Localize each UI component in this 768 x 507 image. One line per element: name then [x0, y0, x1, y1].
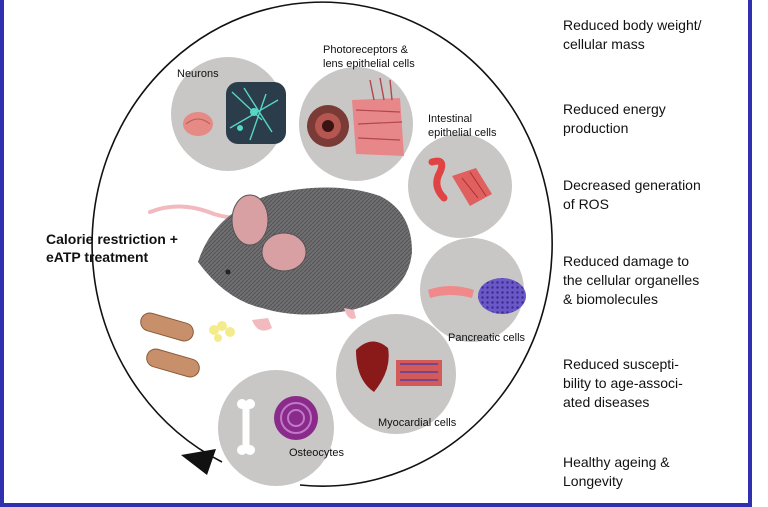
osteocytes-illustration [218, 370, 334, 486]
outcome-line: Decreased generation [563, 177, 701, 193]
treatment-label-line2: eATP treatment [46, 249, 149, 265]
outcome-line: Healthy ageing & [563, 454, 670, 470]
outcome-item: Healthy ageing & Longevity [563, 453, 743, 491]
outcome-line: production [563, 120, 629, 136]
frame-left-border [0, 0, 4, 507]
treatment-label-line1: Calorie restriction + [46, 231, 178, 247]
intestinal-label-line2: epithelial cells [428, 127, 497, 139]
frame-right-border [748, 0, 752, 507]
outcome-item: Decreased generation of ROS [563, 176, 743, 214]
food-illustration [140, 312, 235, 378]
outcome-line: bility to age-associ- [563, 375, 683, 391]
neurons-illustration [171, 57, 286, 171]
osteocytes-label: Osteocytes [289, 447, 345, 459]
outcome-item: Reduced energy production [563, 100, 743, 138]
photoreceptors-illustration [299, 67, 413, 181]
outcome-item: Reduced suscepti- bility to age-associ- … [563, 355, 743, 412]
outcome-line: Reduced body weight/ [563, 17, 702, 33]
intestinal-illustration [408, 134, 512, 238]
outcome-line: & biomolecules [563, 291, 658, 307]
photoreceptors-label-line2: lens epithelial cells [323, 58, 415, 70]
treatment-label: Calorie restriction + eATP treatment [46, 230, 178, 266]
myocardial-label: Myocardial cells [378, 417, 457, 429]
outcome-line: ated diseases [563, 394, 650, 410]
outcome-line: Reduced suscepti- [563, 356, 679, 372]
frame-bottom-border [0, 503, 752, 507]
outcome-item: Reduced damage to the cellular organelle… [563, 252, 743, 309]
outcome-line: Longevity [563, 473, 623, 489]
outcome-line: the cellular organelles [563, 272, 700, 288]
pancreatic-illustration [420, 238, 526, 342]
myocardial-illustration [336, 314, 456, 434]
mouse-illustration [148, 187, 412, 331]
cycle-circle [91, 1, 553, 487]
outcome-line: cellular mass [563, 36, 645, 52]
outcome-line: of ROS [563, 196, 609, 212]
outcome-item: Reduced body weight/ cellular mass [563, 16, 743, 54]
cycle-arrowhead [181, 449, 216, 475]
intestinal-label-line1: Intestinal [428, 113, 473, 125]
photoreceptors-label-line1: Photoreceptors & [323, 44, 408, 56]
pancreatic-label: Pancreatic cells [448, 332, 526, 344]
neurons-label: Neurons [177, 68, 219, 80]
outcome-line: Reduced damage to [563, 253, 690, 269]
outcome-line: Reduced energy [563, 101, 666, 117]
